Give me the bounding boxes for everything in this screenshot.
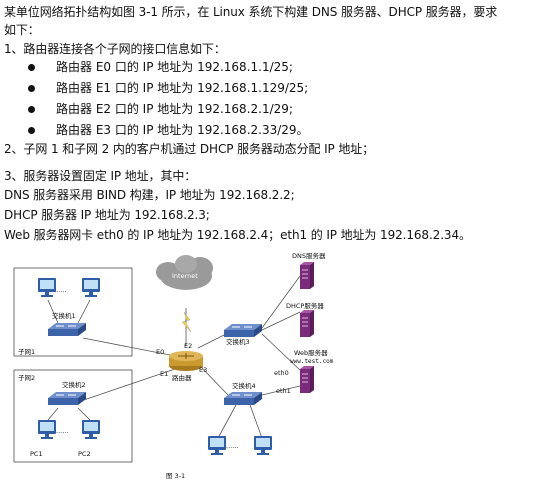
bullet-e1: 路由器 E1 口的 IP 地址为 192.168.1.129/25; (56, 81, 309, 95)
pc1-label: PC1 (30, 450, 43, 458)
subnet1-pc-right (82, 278, 100, 297)
switch3 (223, 323, 263, 338)
switch4 (223, 391, 263, 406)
port-e0: E0 (156, 348, 164, 356)
subnet1-dots: ...... (54, 286, 66, 294)
web-server-host: www.test.com (290, 358, 334, 365)
switch2-label: 交换机2 (62, 380, 86, 389)
subnet2-dots: ...... (56, 427, 68, 435)
lightning-icon (181, 311, 192, 333)
pc2 (82, 420, 100, 439)
dhcp-line: DHCP 服务器 IP 地址为 192.168.2.3; (4, 208, 210, 222)
figure-caption: 图 3-1 (166, 472, 185, 480)
item-1: 1、路由器连接各个子网的接口信息如下： (4, 42, 226, 56)
port-e1: E1 (160, 370, 168, 378)
port-e3: E3 (199, 366, 207, 374)
bullet-dot (28, 106, 35, 113)
subnet1-label: 子网1 (18, 348, 35, 356)
switch3-label: 交换机3 (226, 337, 250, 346)
connection-lines (47, 275, 301, 439)
item-2: 2、子网 1 和子网 2 内的客户机通过 DHCP 服务器动态分配 IP 地址； (4, 142, 375, 156)
switch2 (47, 391, 87, 406)
port-e2: E2 (184, 342, 192, 350)
bullet-dot (28, 64, 35, 71)
bullet-e3: 路由器 E3 口的 IP 地址为 192.168.2.33/29。 (56, 123, 309, 137)
intro-line-2: 如下： (4, 23, 40, 37)
internet-cloud: Internet (156, 255, 213, 290)
dhcp-server-label: DHCP服务器 (286, 301, 324, 310)
network-topology-diagram: ...... 交换机1 子网1 子网2 交换机2 ...... PC1 PC2 … (13, 251, 334, 480)
switch1-label: 交换机1 (52, 311, 76, 320)
eth0-label: eth0 (274, 369, 289, 377)
switch1 (47, 322, 87, 337)
dhcp-server (299, 309, 315, 338)
switch4-pc-right (254, 436, 272, 455)
pc2-label: PC2 (78, 450, 91, 458)
bullet-e0: 路由器 E0 口的 IP 地址为 192.168.1.1/25; (56, 60, 293, 74)
dns-line: DNS 服务器采用 BIND 构建，IP 地址为 192.168.2.2; (4, 188, 295, 202)
switch4-pc-left (208, 436, 226, 455)
subnet1-box (13, 267, 133, 357)
bullet-e2: 路由器 E2 口的 IP 地址为 192.168.2.1/29; (56, 102, 293, 116)
bullet-dot (28, 85, 35, 92)
pc1 (38, 420, 56, 439)
switch4-dots: ...... (226, 442, 238, 450)
bullet-dot (28, 127, 35, 134)
web-server (299, 365, 315, 394)
internet-label: Internet (172, 272, 198, 280)
router-label: 路由器 (172, 373, 192, 382)
subnet2-box (13, 369, 133, 463)
intro-line-1: 某单位网络拓扑结构如图 3-1 所示，在 Linux 系统下构建 DNS 服务器… (4, 5, 498, 19)
web-line: Web 服务器网卡 eth0 的 IP 地址为 192.168.2.4；eth1… (4, 228, 471, 242)
item-3: 3、服务器设置固定 IP 地址，其中： (4, 169, 197, 183)
web-server-label: Web服务器 (294, 348, 328, 357)
subnet2-label: 子网2 (18, 374, 35, 382)
router (169, 351, 203, 371)
switch4-label: 交换机4 (232, 381, 256, 390)
eth1-label: eth1 (276, 387, 291, 395)
dns-server (299, 261, 315, 290)
dns-server-label: DNS服务器 (292, 251, 326, 260)
